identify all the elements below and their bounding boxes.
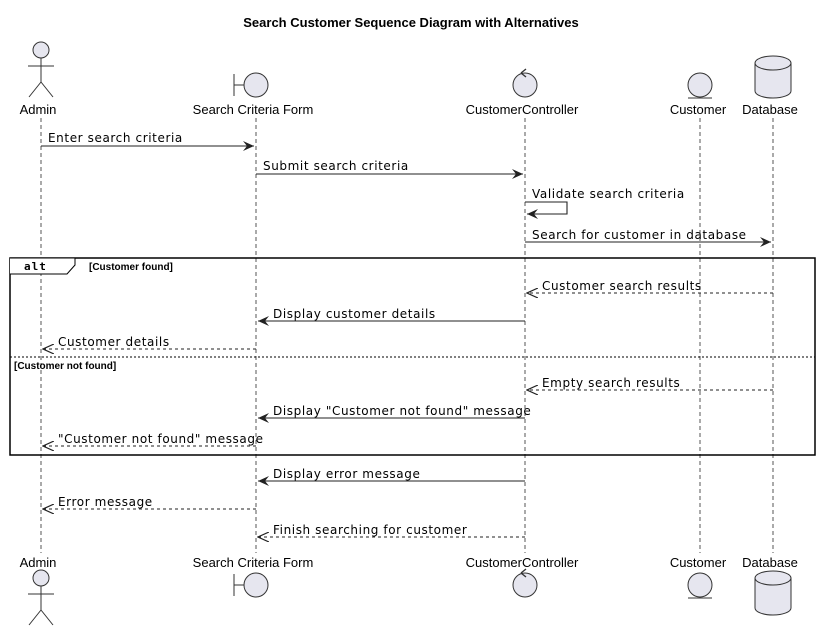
admin-actor-icon [28,41,54,98]
participant-database-bottom: Database [742,555,798,570]
message-label: Display "Customer not found" message [273,404,531,418]
controller-control-icon-bottom [512,568,538,598]
database-icon-bottom [754,570,792,616]
admin-actor-icon-bottom [28,569,54,626]
message-label: Search for customer in database [532,228,747,242]
participant-database-top: Database [742,102,798,117]
participant-controller-top: CustomerController [466,102,579,117]
controller-control-icon [512,68,538,98]
alt-fragment: alt [Customer found] [Customer not found… [9,257,816,456]
message-label: Error message [58,495,153,509]
message-label: Display error message [273,467,420,481]
message-label: Display customer details [273,307,436,321]
participant-admin-bottom: Admin [20,555,57,570]
message-label: Customer details [58,335,170,349]
database-icon [754,55,792,99]
message-arrow [525,201,568,219]
lifelines [40,118,774,553]
participant-form-bottom: Search Criteria Form [193,555,314,570]
form-boundary-icon-bottom [233,572,269,598]
form-boundary-icon [233,72,269,98]
message-label: Finish searching for customer [273,523,467,537]
participant-admin-top: Admin [20,102,57,117]
participant-form-top: Search Criteria Form [193,102,314,117]
customer-entity-icon [687,72,713,99]
participant-customer-bottom: Customer [670,555,727,570]
message-label: "Customer not found" message [58,432,264,446]
diagram-title: Search Customer Sequence Diagram with Al… [243,15,578,30]
guard-customer-found: [Customer found] [89,262,173,273]
message-label: Submit search criteria [263,159,409,173]
message-label: Enter search criteria [48,131,183,145]
participant-customer-top: Customer [670,102,727,117]
alt-label-tab [10,257,76,275]
message-label: Empty search results [542,376,680,390]
message-label: Validate search criteria [532,187,685,201]
messages: Enter search criteria Submit search crit… [41,131,773,537]
customer-entity-icon-bottom [687,572,713,599]
message-label: Customer search results [542,279,702,293]
participant-controller-bottom: CustomerController [466,555,579,570]
alt-operator: alt [24,260,47,273]
guard-customer-not-found: [Customer not found] [14,361,116,372]
